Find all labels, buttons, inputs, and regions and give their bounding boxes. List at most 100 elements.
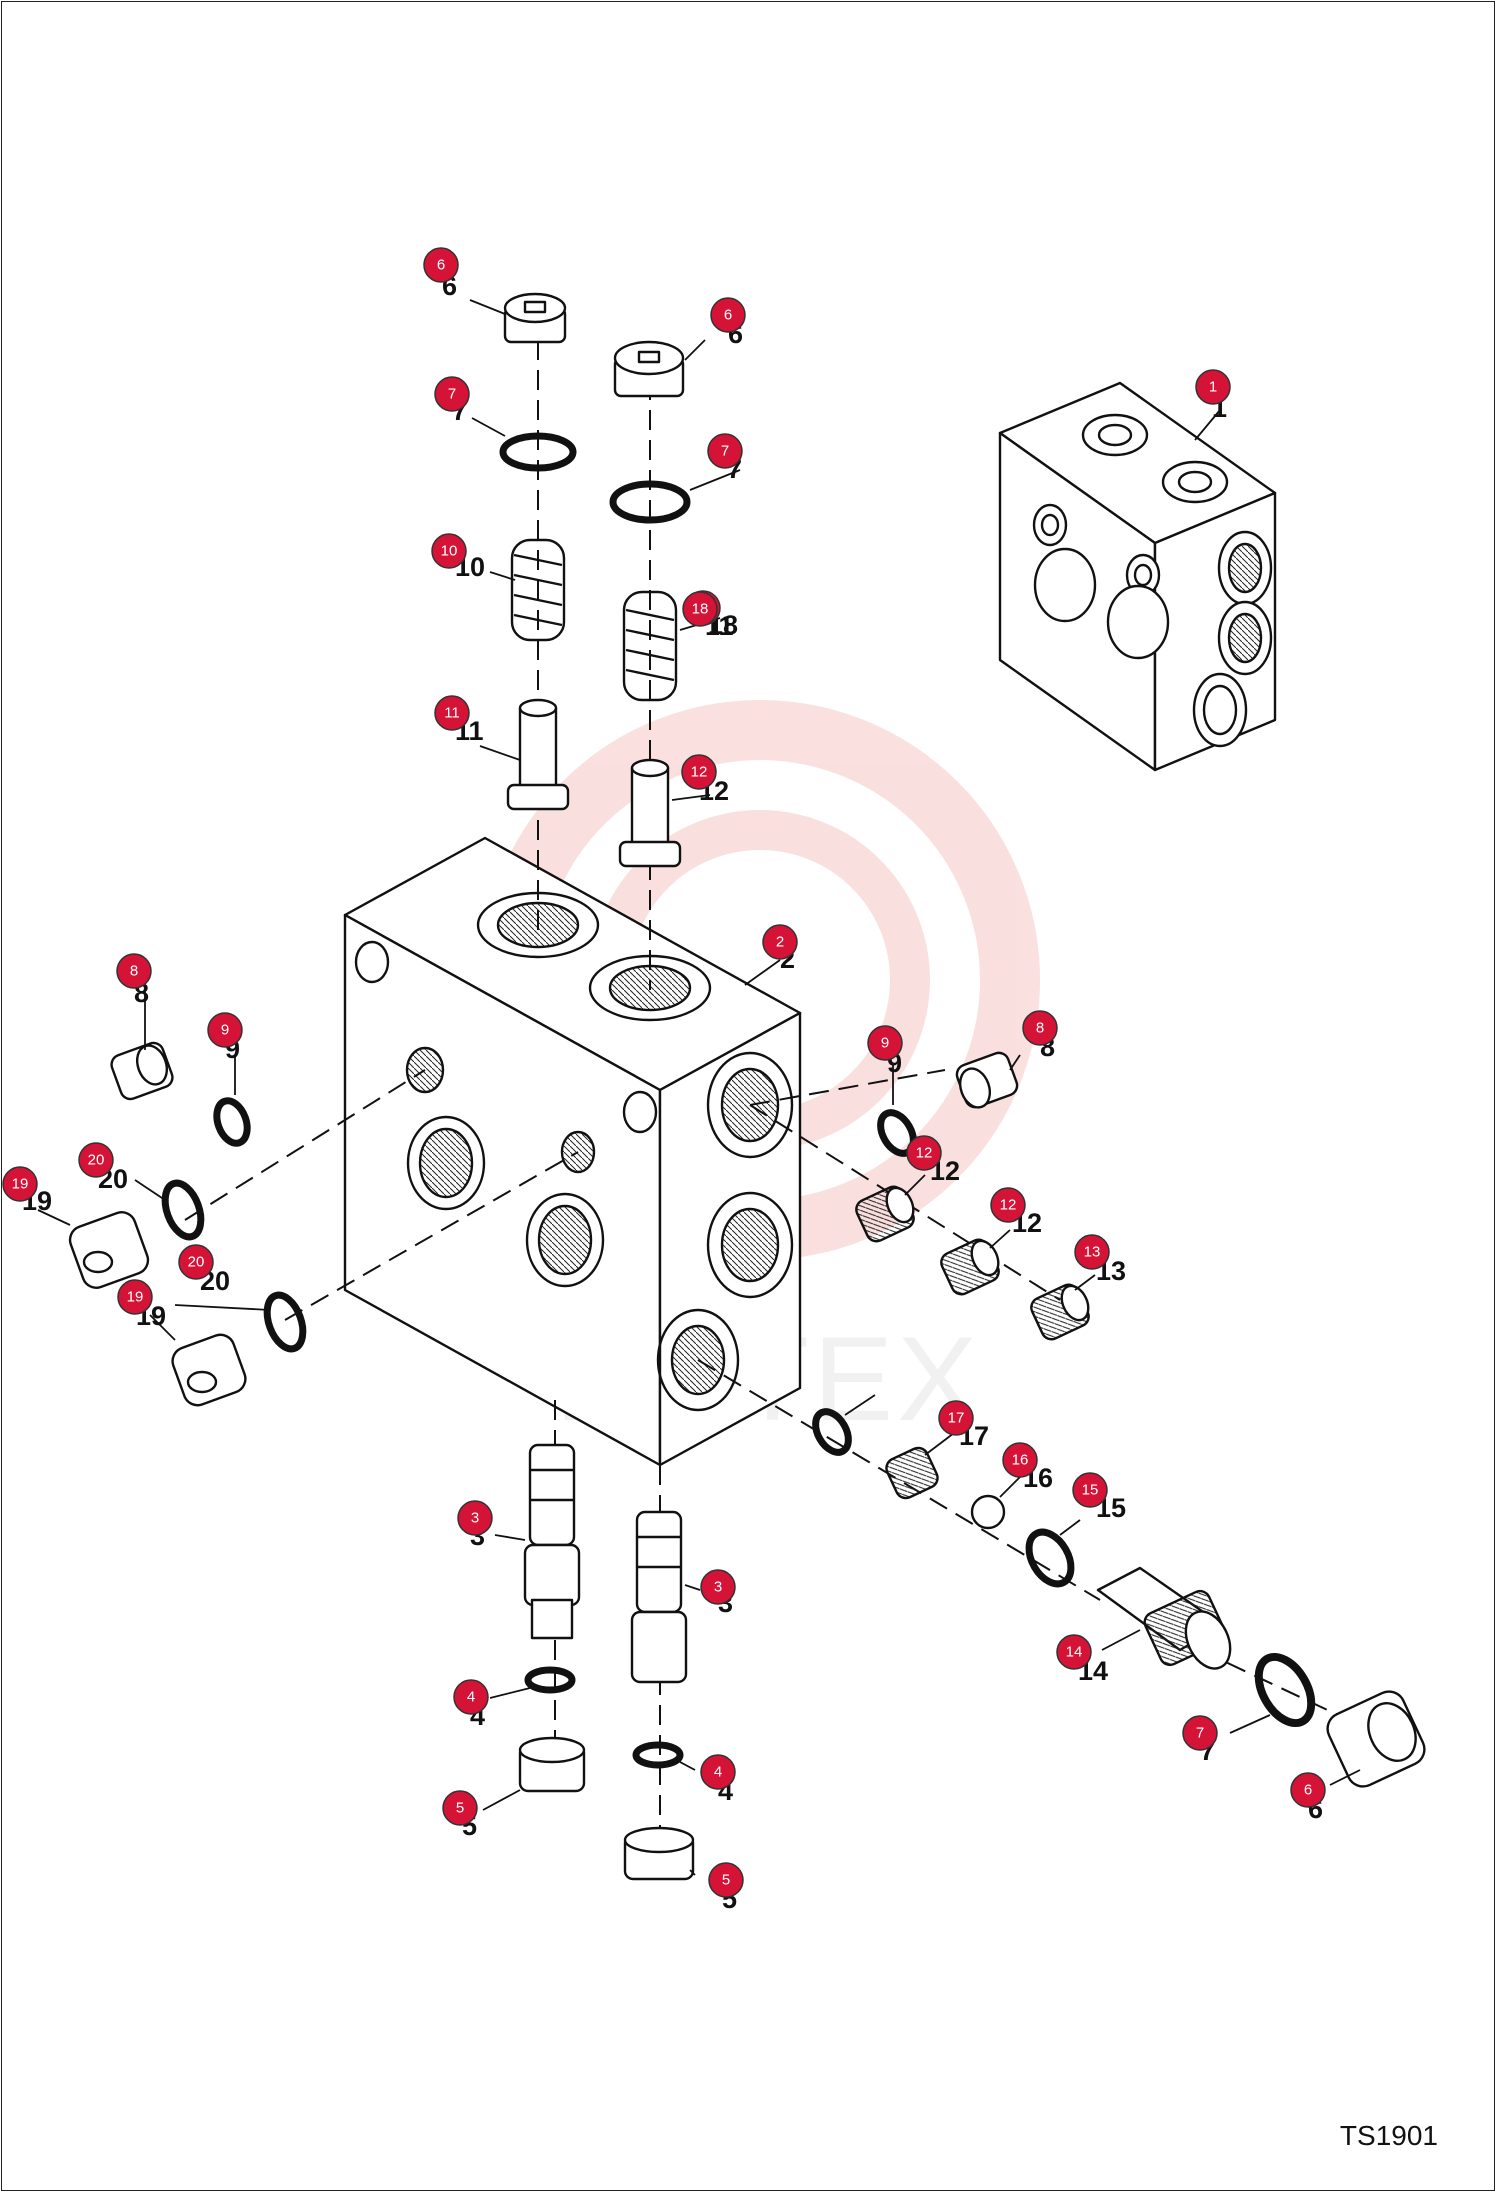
svg-text:19: 19 <box>127 1289 144 1306</box>
svg-text:6: 6 <box>724 307 732 324</box>
callout-badge-2: 2 <box>762 924 798 960</box>
svg-text:9: 9 <box>881 1035 889 1052</box>
orifice-12-a <box>855 1185 915 1243</box>
svg-text:19: 19 <box>12 1176 29 1193</box>
orifice-12-b <box>940 1238 1000 1296</box>
callout-badge-7: 7 <box>1182 1715 1218 1751</box>
o-ring-20-lower <box>263 1291 307 1353</box>
svg-text:7: 7 <box>448 386 456 403</box>
spring-10 <box>510 538 566 642</box>
callout-badge-8: 8 <box>116 953 152 989</box>
o-ring-17 <box>812 1408 852 1456</box>
o-ring-4-right <box>632 1741 684 1769</box>
callout-badge-18: 18 <box>682 591 718 627</box>
svg-text:20: 20 <box>88 1152 105 1169</box>
svg-text:7: 7 <box>721 443 729 460</box>
callout-badge-19: 19 <box>2 1166 38 1202</box>
plug-6-right-side <box>1326 1690 1426 1788</box>
callout-badge-20: 20 <box>178 1244 214 1280</box>
svg-text:12: 12 <box>691 764 708 781</box>
callout-badge-17: 17 <box>938 1400 974 1436</box>
callout-badge-19: 19 <box>117 1279 153 1315</box>
callout-badge-16: 16 <box>1002 1442 1038 1478</box>
svg-text:4: 4 <box>714 1764 722 1781</box>
o-ring-4-left <box>524 1666 576 1694</box>
svg-text:15: 15 <box>1082 1482 1099 1499</box>
callout-badge-4: 4 <box>453 1679 489 1715</box>
svg-text:6: 6 <box>437 257 445 274</box>
callout-badge-20: 20 <box>78 1142 114 1178</box>
cartridge-3-left <box>523 1443 581 1640</box>
svg-text:6: 6 <box>1304 1782 1312 1799</box>
callout-badge-1: 1 <box>1195 369 1231 405</box>
o-ring-14 <box>1025 1528 1075 1588</box>
callout-badge-9: 9 <box>207 1012 243 1048</box>
plug-5-right <box>623 1826 695 1881</box>
svg-text:1: 1 <box>1209 379 1217 396</box>
cartridge-3-right <box>630 1510 688 1684</box>
svg-text:4: 4 <box>467 1689 475 1706</box>
callout-badge-6: 6 <box>423 247 459 283</box>
o-ring-7-right <box>609 480 691 524</box>
callout-badge-11: 11 <box>434 695 470 731</box>
poppet-11-left <box>506 698 570 811</box>
svg-text:9: 9 <box>221 1022 229 1039</box>
plug-8-right <box>955 1051 1019 1109</box>
orifice-12-c <box>1030 1283 1090 1341</box>
callout-badge-4: 4 <box>700 1754 736 1790</box>
callout-badge-14: 14 <box>1056 1634 1092 1670</box>
callout-badge-13: 13 <box>1074 1234 1110 1270</box>
callout-badge-15: 15 <box>1072 1472 1108 1508</box>
plug-19-upper <box>68 1211 150 1289</box>
svg-text:7: 7 <box>1196 1725 1204 1742</box>
callout-badge-3: 3 <box>457 1500 493 1536</box>
o-ring-9-left <box>213 1097 251 1147</box>
callout-badge-7: 7 <box>707 433 743 469</box>
callout-badge-12: 12 <box>990 1187 1026 1223</box>
seat-16 <box>885 1446 939 1500</box>
o-ring-7-left <box>499 432 577 472</box>
svg-text:20: 20 <box>188 1254 205 1271</box>
svg-text:13: 13 <box>1084 1244 1101 1261</box>
callout-badge-12: 12 <box>681 754 717 790</box>
svg-text:17: 17 <box>948 1410 965 1427</box>
leader-lines <box>37 299 1361 1876</box>
ball-15 <box>970 1494 1006 1530</box>
plug-6-top-right <box>613 340 685 398</box>
spring-18 <box>622 590 678 702</box>
plug-6-top-left <box>503 292 567 344</box>
callout-badge-6: 6 <box>710 297 746 333</box>
plug-19-lower <box>171 1333 247 1407</box>
svg-text:16: 16 <box>1012 1452 1029 1469</box>
svg-text:14: 14 <box>1066 1644 1083 1661</box>
valve-block-small <box>998 381 1277 772</box>
svg-text:18: 18 <box>692 601 709 618</box>
svg-text:11: 11 <box>444 705 460 722</box>
svg-text:2: 2 <box>776 934 784 951</box>
svg-text:3: 3 <box>714 1579 722 1596</box>
callout-badge-3: 3 <box>700 1569 736 1605</box>
callout-badges: 1233445566677788991011111212121314151617… <box>2 247 1326 1898</box>
svg-text:10: 10 <box>441 543 458 560</box>
callout-badge-5: 5 <box>708 1862 744 1898</box>
svg-text:5: 5 <box>722 1872 730 1889</box>
svg-text:12: 12 <box>1000 1197 1017 1214</box>
plug-5-left <box>518 1736 586 1793</box>
o-ring-20-upper <box>161 1179 205 1241</box>
callout-badge-8: 8 <box>1022 1010 1058 1046</box>
relief-valve-13 <box>1096 1566 1232 1670</box>
svg-text:8: 8 <box>1036 1020 1044 1037</box>
drawing-code: TS1901 <box>1339 2120 1438 2151</box>
callout-badge-5: 5 <box>442 1790 478 1826</box>
plug-8-left <box>110 1041 174 1101</box>
callout-badge-7: 7 <box>434 376 470 412</box>
callout-badge-9: 9 <box>867 1025 903 1061</box>
valve-block <box>343 836 802 1467</box>
svg-text:8: 8 <box>130 963 138 980</box>
callout-badge-6: 6 <box>1290 1772 1326 1808</box>
callout-badge-12: 12 <box>906 1135 942 1171</box>
poppet-11-right <box>618 758 682 868</box>
svg-text:12: 12 <box>916 1145 933 1162</box>
